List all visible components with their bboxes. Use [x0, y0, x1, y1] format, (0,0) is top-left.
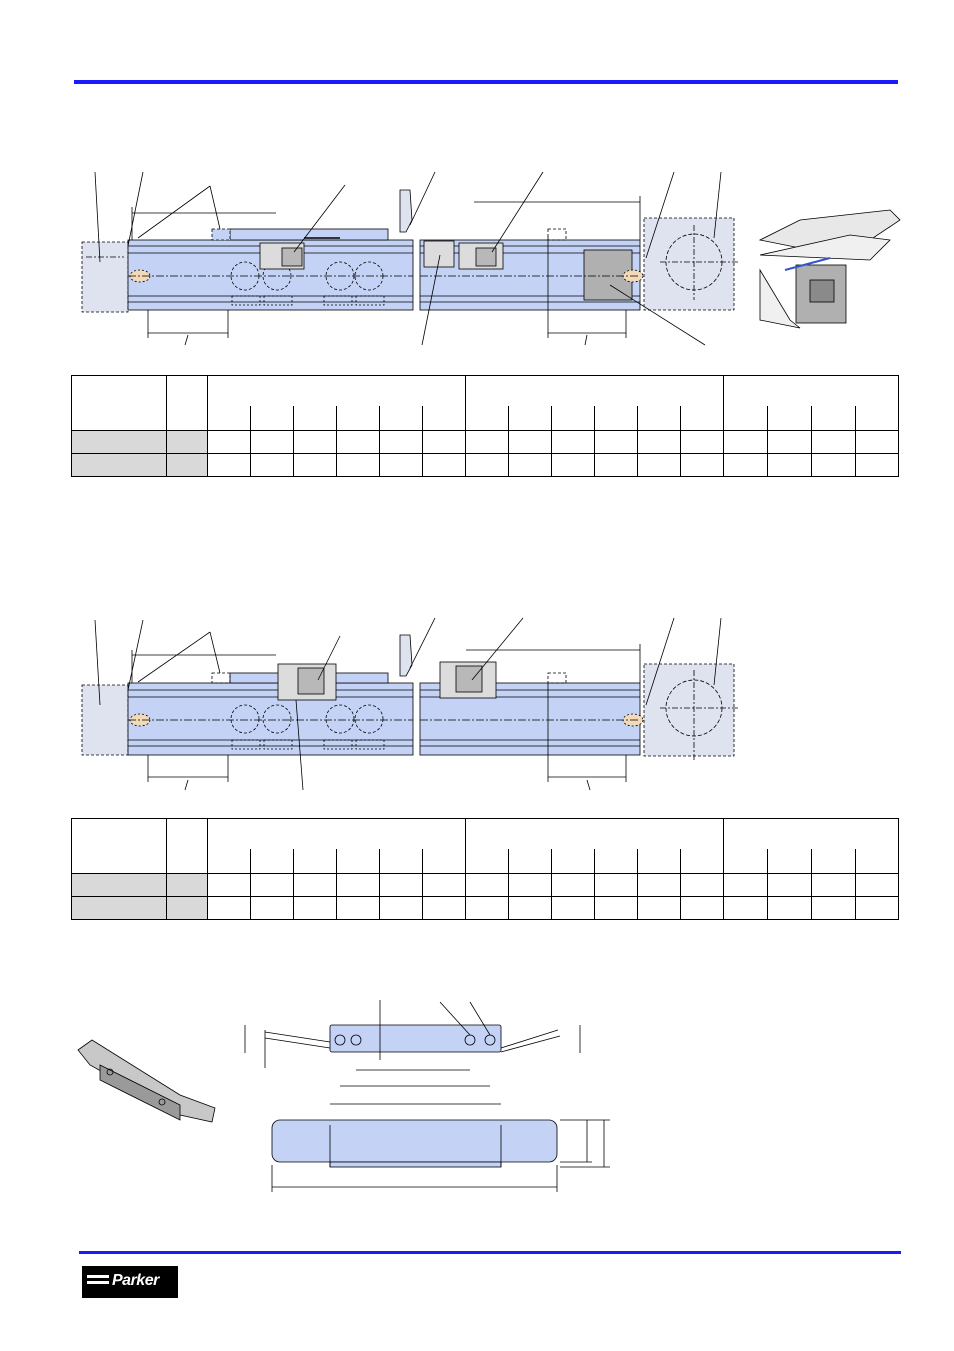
- spec-table-1: [71, 375, 900, 477]
- table1-row: [71, 430, 900, 454]
- table2-row: [71, 873, 900, 897]
- logo-text: Parker: [112, 1272, 159, 1289]
- footer-rule: [79, 1251, 901, 1254]
- figure-3-bracket: [77, 1000, 610, 1192]
- perspective-sketch: [758, 209, 901, 329]
- table1-row: [71, 453, 900, 477]
- figure-1-actuator: [81, 171, 740, 346]
- table1-header-model: [71, 375, 167, 431]
- table2-header-group-a: [206, 818, 467, 849]
- header-rule: [74, 80, 898, 84]
- table2-header-group-c: [723, 818, 900, 849]
- table2-header-unit: [166, 818, 208, 874]
- table2-header-model: [71, 818, 167, 874]
- parker-logo: Parker: [82, 1266, 178, 1298]
- logo-mark-icon: [87, 1281, 109, 1284]
- logo-mark-icon: [87, 1275, 109, 1278]
- figure-2-actuator: [81, 617, 740, 791]
- table1-header-unit: [166, 375, 208, 431]
- table1-header-group-b: [465, 375, 725, 406]
- table1-header-group-a: [206, 375, 467, 406]
- table2-row: [71, 896, 900, 920]
- table1-header-group-c: [723, 375, 900, 406]
- table2-header-group-b: [465, 818, 725, 849]
- spec-table-2: [71, 818, 900, 920]
